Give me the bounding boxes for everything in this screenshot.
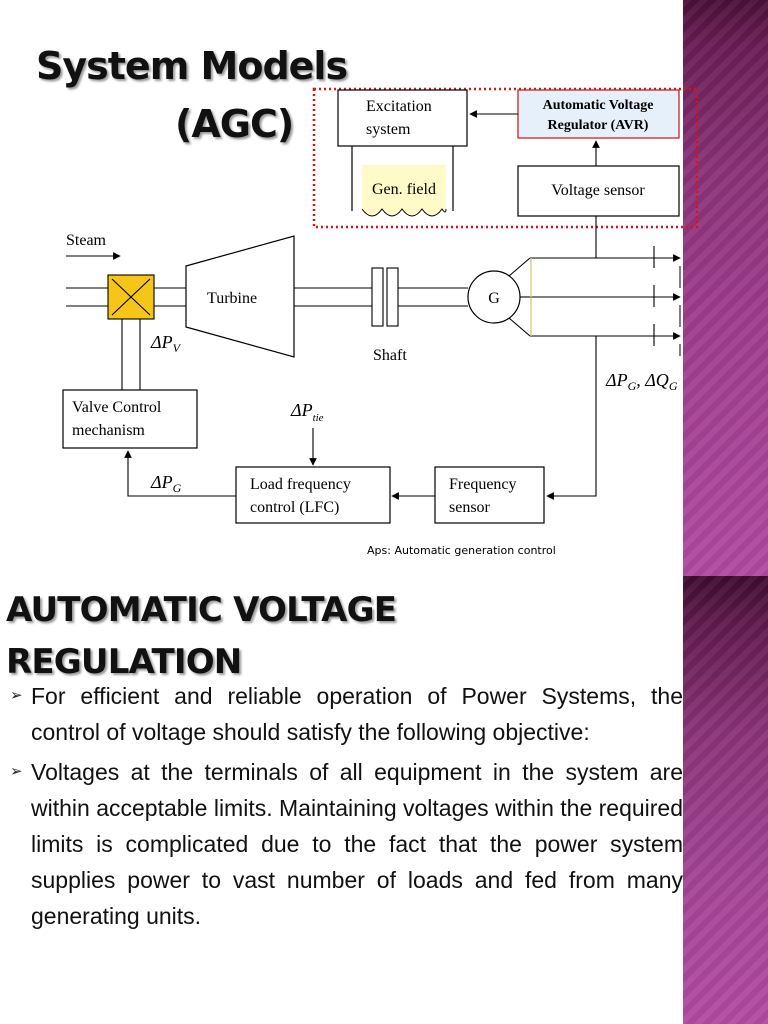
- excitation-system-block: Excitation system: [337, 89, 468, 147]
- bullet-text-2: Voltages at the terminals of all equipme…: [31, 759, 684, 929]
- decorative-side-band-bottom: [683, 576, 768, 1024]
- generator-block: G: [467, 270, 521, 324]
- excitation-label-2: system: [366, 121, 411, 138]
- delta-pg-qg-label: ΔPG, ΔQG: [605, 370, 678, 393]
- bullet-item: ➢ Voltages at the terminals of all equip…: [10, 754, 683, 934]
- generator-label: G: [488, 290, 500, 307]
- bus-to-frequency-arrow: [546, 336, 597, 500]
- slide-title-line1: System Models: [36, 44, 348, 88]
- delta-pg-label: ΔPG: [150, 472, 182, 495]
- lfc-label-2: control (LFC): [250, 499, 339, 516]
- diagram-caption: Aps: Automatic generation control: [367, 544, 556, 557]
- bullet-list: ➢ For efficient and reliable operation o…: [10, 678, 683, 938]
- avr-region-outline: [312, 87, 699, 229]
- shaft-label: Shaft: [373, 347, 407, 364]
- section-heading-line2: REGULATION: [6, 642, 242, 682]
- gen-field-block: Gen. field: [351, 146, 454, 217]
- turbine-label: Turbine: [207, 290, 257, 307]
- lfc-label-1: Load frequency: [250, 476, 351, 493]
- avr-label-2: Regulator (AVR): [548, 118, 649, 133]
- bullet-item: ➢ For efficient and reliable operation o…: [10, 678, 683, 750]
- lfc-block: Load frequency control (LFC): [235, 466, 391, 524]
- turbine-block: Turbine: [185, 235, 295, 358]
- valve-control-label-1: Valve Control: [72, 399, 162, 416]
- gen-field-label: Gen. field: [372, 181, 436, 198]
- agc-system-diagram: Excitation system Automatic Voltage Regu…: [62, 87, 699, 557]
- arrowhead-bullet-icon: ➢: [10, 687, 23, 704]
- shaft-coupling: [371, 267, 399, 327]
- bullet-text-1: For efficient and reliable operation of …: [31, 683, 683, 745]
- valve-block: [107, 274, 155, 320]
- valve-control-label-2: mechanism: [72, 422, 145, 439]
- frequency-sensor-label-1: Frequency: [449, 476, 517, 493]
- excitation-label-1: Excitation: [366, 98, 432, 115]
- slide-title-line2: (AGC): [175, 102, 294, 146]
- delta-pv-label: ΔPV: [150, 332, 182, 355]
- lfc-to-valve-arrow: [124, 450, 236, 497]
- arrowhead-bullet-icon: ➢: [10, 763, 23, 780]
- section-heading-line1: AUTOMATIC VOLTAGE: [6, 590, 397, 630]
- delta-ptie-label: ΔPtie: [290, 400, 324, 424]
- section-heading: AUTOMATIC VOLTAGE REGULATION: [6, 584, 466, 688]
- frequency-sensor-block: Frequency sensor: [434, 466, 545, 524]
- voltage-sensor-block: Voltage sensor: [517, 165, 680, 217]
- valve-control-block: Valve Control mechanism: [62, 389, 198, 449]
- voltage-sensor-label: Voltage sensor: [551, 182, 645, 199]
- frequency-sensor-label-2: sensor: [449, 499, 491, 516]
- avr-block: Automatic Voltage Regulator (AVR): [517, 89, 680, 139]
- avr-label-1: Automatic Voltage: [543, 98, 654, 113]
- steam-label: Steam: [66, 232, 107, 249]
